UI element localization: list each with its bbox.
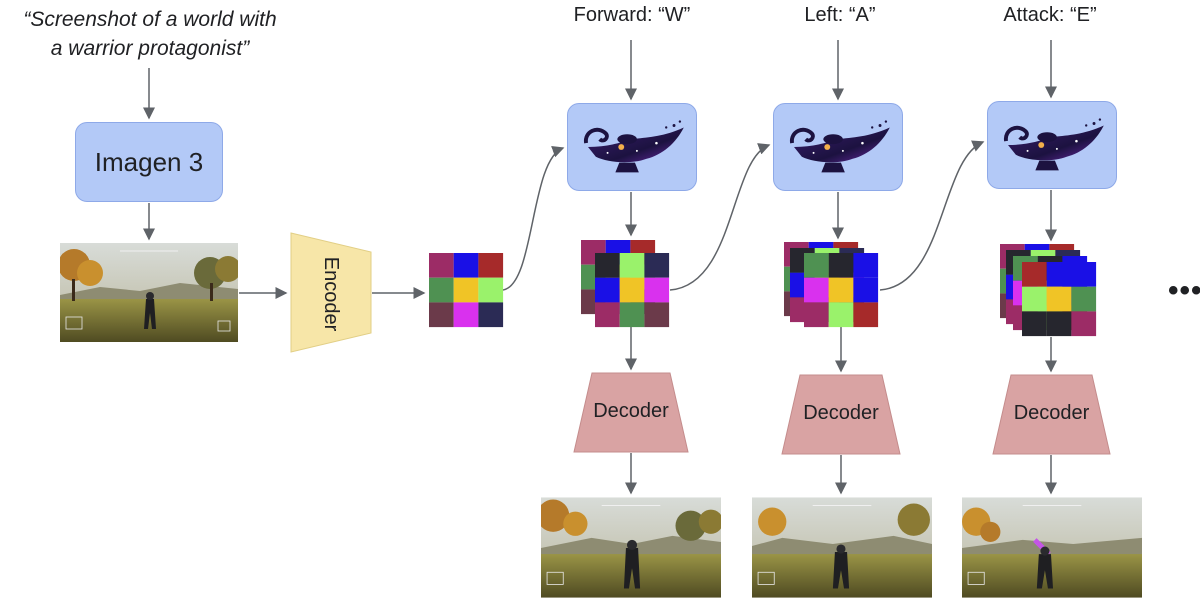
output-screenshot-forward (541, 497, 721, 598)
latent-cell (1071, 286, 1097, 312)
prompt-line-2: a warrior protagonist” (50, 37, 250, 60)
latent-cell (1046, 311, 1072, 337)
latent-cell (1071, 311, 1097, 337)
latent-cell (429, 277, 454, 303)
latent-cell (1046, 286, 1072, 312)
latent-cell (453, 302, 479, 328)
latent-cell (804, 253, 829, 278)
continuation-ellipsis: ••• (1168, 274, 1200, 307)
decoder-label-2: Decoder (803, 402, 879, 424)
latent-grid-1-front (595, 253, 670, 328)
latent-cell (478, 253, 504, 278)
latent-cell (804, 302, 829, 328)
game-scene-image (541, 497, 721, 598)
decoder-label-3: Decoder (1013, 402, 1090, 424)
latent-cell (804, 277, 829, 303)
latent-cell (453, 253, 479, 278)
latent-cell (619, 302, 645, 328)
latent-cell (453, 277, 479, 303)
output-screenshot-left (752, 497, 932, 598)
action-label-left: Left: “A” (804, 4, 876, 26)
game-scene-image (752, 497, 932, 598)
magic-lamp-icon (790, 120, 890, 173)
magic-lamp-icon (584, 120, 684, 173)
latent-grid-encoded (429, 253, 504, 328)
latent-cell (644, 302, 670, 328)
output-screenshot-attack (962, 497, 1142, 598)
latent-cell (644, 277, 670, 303)
latent-grid-3-front (1022, 262, 1097, 337)
latent-grid-2-front (804, 253, 879, 328)
action-label-attack: Attack: “E” (1003, 4, 1097, 26)
latent-cell (644, 253, 670, 278)
latent-cell (1071, 262, 1097, 287)
latent-cell (828, 302, 854, 328)
latent-cell (595, 277, 620, 303)
latent-cell (595, 302, 620, 328)
latent-cell (619, 253, 645, 278)
text-prompt: “Screenshot of a world with a warrior pr… (0, 5, 300, 63)
latent-cell (619, 277, 645, 303)
latent-cell (1046, 262, 1072, 287)
latent-cell (853, 253, 879, 278)
game-scene-image (60, 243, 238, 342)
latent-cell (1022, 262, 1047, 287)
latent-cell (429, 302, 454, 328)
latent-cell (478, 277, 504, 303)
action-label-forward: Forward: “W” (573, 4, 691, 26)
initial-game-screenshot (60, 243, 238, 342)
latent-cell (853, 302, 879, 328)
latent-cell (478, 302, 504, 328)
latent-cell (1022, 311, 1047, 337)
magic-lamp-icon (1004, 118, 1104, 171)
latent-cell (828, 277, 854, 303)
imagen-label: Imagen 3 (94, 146, 204, 177)
latent-cell (429, 253, 454, 278)
latent-cell (1022, 286, 1047, 312)
game-scene-image (962, 497, 1142, 598)
latent-cell (828, 253, 854, 278)
prompt-line-1: “Screenshot of a world with (23, 8, 277, 31)
world-model-box-3 (987, 101, 1117, 189)
imagen-box: Imagen 3 (75, 122, 223, 202)
latent-cell (595, 253, 620, 278)
encoder-label: Encoder (320, 256, 343, 332)
decoder-label-1: Decoder (593, 400, 669, 422)
latent-cell (853, 277, 879, 303)
